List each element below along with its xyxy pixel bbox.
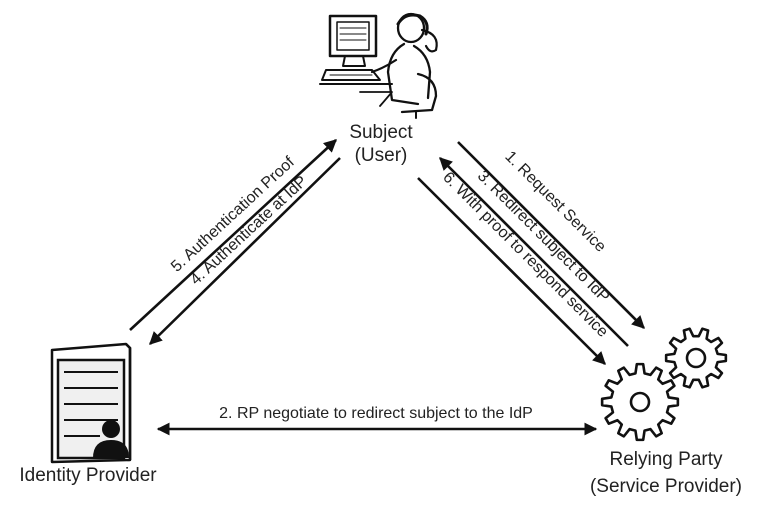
relying-party-label: Relying Party xyxy=(610,449,723,470)
relying-party-sublabel: (Service Provider) xyxy=(590,476,742,497)
subject-sublabel: (User) xyxy=(355,145,408,166)
identity-provider-label: Identity Provider xyxy=(19,465,157,486)
gears-icon xyxy=(600,327,728,442)
edge-label-step6: 6. With proof to respond service xyxy=(439,169,611,341)
arrow-step4 xyxy=(149,157,341,345)
subject-label: Subject xyxy=(349,122,413,143)
arrow-step6 xyxy=(417,177,606,365)
arrow-step1 xyxy=(457,141,645,329)
arrow-step5 xyxy=(129,139,337,331)
arrow-step3 xyxy=(439,157,629,347)
edge-label-step2: 2. RP negotiate to redirect subject to t… xyxy=(219,405,533,422)
person-icon xyxy=(93,420,129,458)
user-at-computer-icon xyxy=(319,12,438,119)
